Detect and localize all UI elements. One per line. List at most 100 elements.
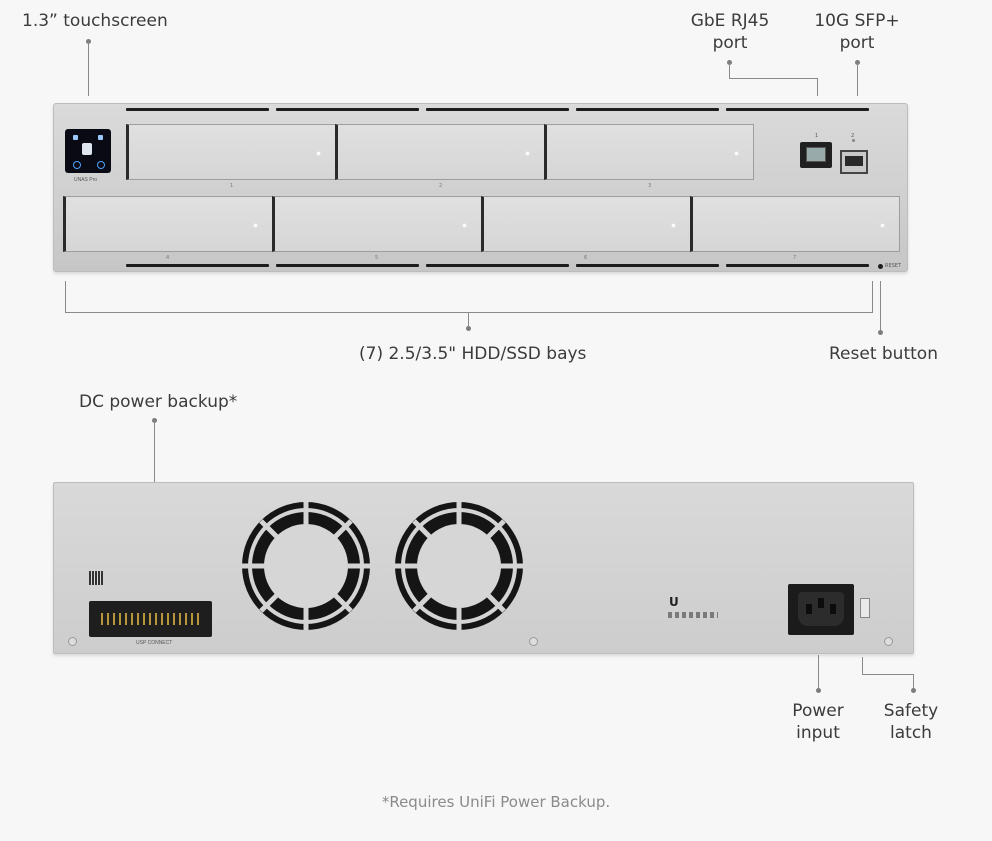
bay-led: [317, 152, 320, 155]
bay-number: 7: [793, 255, 797, 261]
qr-code: [89, 571, 103, 585]
bays-bracket-bottom: [65, 312, 873, 313]
power-callout: Power input: [768, 700, 868, 744]
latch-callout-dot: [911, 688, 916, 693]
touchscreen-icon-bl: [73, 161, 81, 169]
touchscreen-icon-br: [97, 161, 105, 169]
sfp-callout-line1: 10G SFP+: [814, 11, 900, 31]
sfp-led: [852, 139, 855, 142]
port-number: 2: [851, 133, 855, 139]
drive-icon: [82, 143, 92, 155]
bay-number: 6: [584, 255, 588, 261]
bay-led: [672, 224, 675, 227]
bays-callout-dot: [466, 326, 471, 331]
top-vent: [576, 108, 719, 111]
model-label: UNAS Pro: [74, 177, 98, 183]
top-vent: [726, 108, 869, 111]
sfp-callout-line2: port: [839, 33, 875, 53]
power-callout-line: [818, 655, 819, 688]
drive-bay-5[interactable]: [272, 196, 482, 252]
bay-led: [254, 224, 257, 227]
touchscreen-callout-line: [88, 41, 89, 96]
reset-callout-line: [880, 281, 881, 331]
drive-bay-7[interactable]: [690, 196, 900, 252]
bay-led: [735, 152, 738, 155]
drive-bay-6[interactable]: [481, 196, 691, 252]
dc-port-label: USP CONNECT: [136, 640, 173, 646]
rj45-callout-line-v2: [817, 78, 818, 96]
screw: [884, 637, 893, 646]
bay-led: [463, 224, 466, 227]
reset-callout: Reset button: [829, 344, 938, 364]
bay-number: 4: [166, 255, 170, 261]
reset-callout-dot: [878, 330, 883, 335]
bay-number: 1: [230, 183, 234, 189]
bottom-vent: [726, 264, 869, 267]
screw: [529, 637, 538, 646]
top-vent: [426, 108, 569, 111]
front-panel: UNAS Pro 1 2 3 4 5 6 7 1 2 RESET: [53, 103, 908, 272]
drive-bay-3[interactable]: [544, 124, 754, 180]
back-panel: USP CONNECT U: [53, 482, 914, 654]
top-vent: [126, 108, 269, 111]
bay-led: [526, 152, 529, 155]
rj45-port[interactable]: [800, 142, 832, 168]
reset-button[interactable]: [878, 264, 883, 269]
latch-callout-line-h: [862, 674, 914, 675]
dc-power-backup-port[interactable]: [89, 601, 212, 637]
footnote: *Requires UniFi Power Backup.: [381, 793, 611, 811]
sfp-callout: 10G SFP+ port: [807, 10, 907, 54]
socket-pin: [806, 604, 812, 614]
sfp-port[interactable]: [840, 139, 868, 174]
drive-bay-4[interactable]: [63, 196, 273, 252]
power-callout-line2: input: [796, 723, 840, 743]
bottom-vent: [126, 264, 269, 267]
touchscreen-callout: 1.3” touchscreen: [22, 11, 168, 31]
bays-callout: (7) 2.5/3.5" HDD/SSD bays: [359, 344, 587, 364]
power-input-socket[interactable]: [788, 584, 854, 635]
top-vent: [276, 108, 419, 111]
socket-pin: [818, 598, 824, 608]
screw: [68, 637, 77, 646]
c14-socket: [798, 592, 844, 626]
safety-latch[interactable]: [860, 598, 870, 618]
rj45-callout-line-h: [729, 78, 818, 79]
bay-number: 5: [375, 255, 379, 261]
bays-callout-stem: [468, 312, 469, 326]
bays-bracket-left: [65, 281, 66, 313]
fan-grille-2: [395, 502, 523, 630]
touchscreen[interactable]: [65, 129, 111, 173]
fan-grille-1: [242, 502, 370, 630]
sfp-cage: [845, 156, 863, 166]
sfp-callout-line: [857, 62, 858, 96]
latch-callout-line-v1: [862, 657, 863, 675]
rj45-callout-line-v1: [729, 62, 730, 78]
touchscreen-icon-tr: [98, 135, 103, 140]
bottom-vent: [576, 264, 719, 267]
bay-number: 3: [648, 183, 652, 189]
bottom-vent: [426, 264, 569, 267]
bottom-vent: [276, 264, 419, 267]
port-number: 1: [815, 133, 819, 139]
rj45-callout-line2: port: [712, 33, 748, 53]
latch-callout: Safety latch: [861, 700, 961, 744]
regulatory-marks: [668, 612, 718, 618]
touchscreen-icon-tl: [73, 135, 78, 140]
latch-callout-line2: latch: [890, 723, 932, 743]
rj45-socket: [806, 147, 826, 162]
bays-bracket-right: [872, 281, 873, 313]
drive-bay-1[interactable]: [126, 124, 336, 180]
power-callout-line1: Power: [792, 701, 844, 721]
reset-label: RESET: [885, 263, 902, 269]
power-callout-dot: [816, 688, 821, 693]
dc-port-pins: [101, 613, 201, 625]
latch-callout-line-v2: [913, 674, 914, 688]
latch-callout-line1: Safety: [883, 701, 939, 721]
rj45-callout: GbE RJ45 port: [680, 10, 780, 54]
socket-pin: [830, 604, 836, 614]
rj45-callout-line1: GbE RJ45: [690, 11, 770, 31]
dc-backup-callout: DC power backup*: [79, 392, 238, 412]
drive-bay-2[interactable]: [335, 124, 545, 180]
bay-number: 2: [439, 183, 443, 189]
bay-led: [881, 224, 884, 227]
